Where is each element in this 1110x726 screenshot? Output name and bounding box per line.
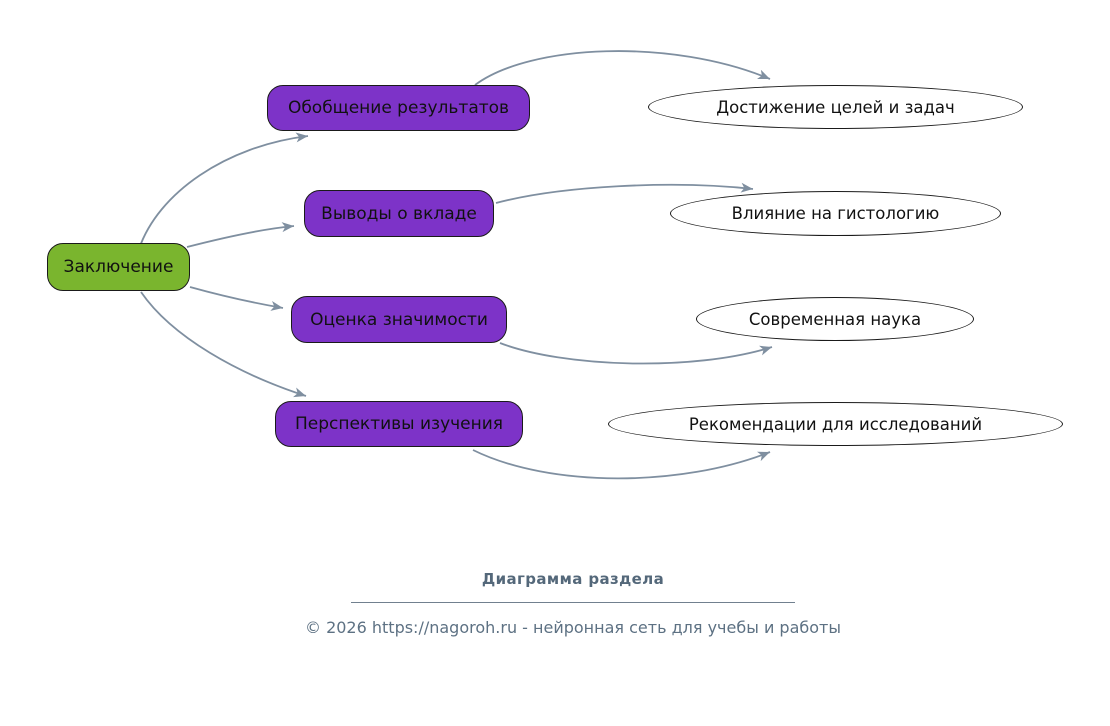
footer: Диаграмма раздела © 2026 https://nagoroh…: [245, 570, 901, 637]
node-leaf-goals-label: Достижение целей и задач: [716, 97, 955, 117]
node-leaf-recommendations: Рекомендации для исследований: [608, 402, 1063, 446]
footer-title: Диаграмма раздела: [481, 570, 665, 588]
edge-branch1-to-leaf1: [474, 50, 771, 86]
node-leaf-modern-science: Современная наука: [696, 297, 974, 341]
node-branch-conclusions: Выводы о вкладе: [304, 190, 494, 237]
node-branch-summary: Обобщение результатов: [267, 85, 530, 131]
footer-copyright: © 2026 https://nagoroh.ru - нейронная се…: [304, 618, 841, 637]
node-branch-prospects-label: Перспективы изучения: [294, 414, 504, 434]
node-branch-significance: Оценка значимости: [291, 296, 507, 343]
node-leaf-recommendations-label: Рекомендации для исследований: [688, 414, 983, 434]
edge-root-to-branch1: [138, 132, 309, 250]
node-branch-summary-label: Обобщение результатов: [287, 98, 510, 118]
node-branch-prospects: Перспективы изучения: [275, 401, 523, 447]
edge-branch3-to-leaf3: [499, 342, 773, 365]
node-branch-conclusions-label: Выводы о вкладе: [321, 203, 477, 224]
edge-branch4-to-leaf4: [472, 449, 771, 480]
footer-divider: [351, 602, 795, 603]
node-root: Заключение: [47, 243, 190, 291]
node-branch-significance-label: Оценка значимости: [310, 309, 488, 330]
edge-root-to-branch2: [186, 222, 295, 248]
edge-root-to-branch4: [140, 291, 307, 398]
node-leaf-histology: Влияние на гистологию: [670, 191, 1001, 236]
node-root-label: Заключение: [63, 257, 174, 277]
node-leaf-histology-label: Влияние на гистологию: [731, 204, 940, 223]
node-leaf-goals: Достижение целей и задач: [648, 85, 1023, 129]
node-leaf-modern-science-label: Современная наука: [748, 309, 922, 329]
edge-root-to-branch3: [189, 286, 284, 311]
edge-branch2-to-leaf2: [495, 182, 754, 204]
